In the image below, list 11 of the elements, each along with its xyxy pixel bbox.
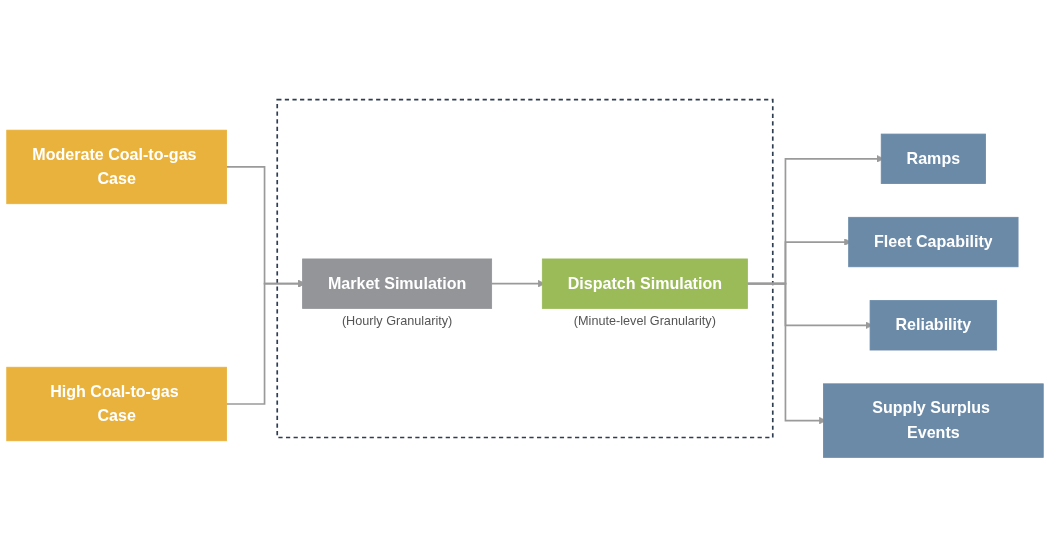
node-caption: (Hourly Granularity) [341,314,453,329]
cluster [276,98,774,439]
node-box: Dispatch Simulation [541,258,748,309]
node-box: Fleet Capability [848,216,1019,268]
node-box: High Coal-to-gas Case [6,366,227,442]
node-caption: (Minute-level Granularity) [573,314,716,329]
node-box: Market Simulation [302,258,493,309]
node-box: Reliability [869,300,998,351]
node-box: Moderate Coal-to-gas Case [6,129,227,205]
node-box: Ramps [880,133,986,184]
node-box: Supply Surplus Events [823,383,1044,458]
